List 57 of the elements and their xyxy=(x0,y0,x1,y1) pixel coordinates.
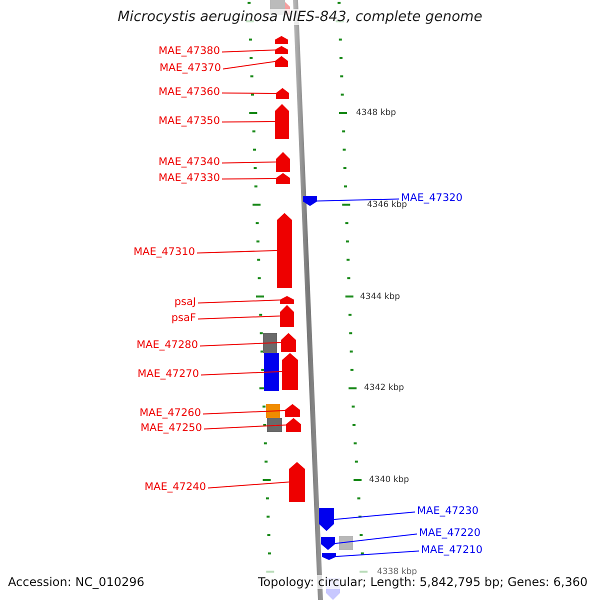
gene-label: MAE_47310 xyxy=(133,246,195,258)
footer-text: Accession: NC_010296 xyxy=(8,575,144,589)
gene-feature xyxy=(289,462,305,502)
scale-label: 4338 kbp xyxy=(377,567,418,577)
gene-feature xyxy=(275,104,289,139)
leader-line xyxy=(200,342,282,346)
gene-label: MAE_47260 xyxy=(139,407,201,419)
leader-line xyxy=(316,198,400,202)
gene-feature xyxy=(281,333,296,352)
leader-line xyxy=(196,250,278,254)
gene-label: MAE_47370 xyxy=(159,62,221,74)
scale-label: 4340 kbp xyxy=(369,475,410,485)
leader-line xyxy=(334,534,418,544)
leader-line xyxy=(222,61,276,70)
gene-feature xyxy=(275,56,288,67)
gene-label: MAE_47270 xyxy=(137,368,199,380)
gene-feature xyxy=(322,553,336,560)
gene-feature xyxy=(321,537,335,550)
leader-line xyxy=(222,121,276,122)
leader-line xyxy=(198,300,280,304)
gene-feature xyxy=(319,508,334,531)
gene-feature xyxy=(276,152,290,172)
leader-line xyxy=(222,50,276,52)
gene-label: MAE_47280 xyxy=(136,339,198,351)
leader-line xyxy=(200,371,282,376)
gene-label: MAE_47240 xyxy=(144,481,206,493)
leader-line xyxy=(336,550,420,557)
leader-line xyxy=(204,424,286,430)
gene-feature xyxy=(276,173,290,184)
gene-label: MAE_47250 xyxy=(140,422,202,434)
footer-text: Topology: circular; Length: 5,842,795 bp; Genes: 6,360 xyxy=(258,575,588,589)
leader-line xyxy=(198,316,280,320)
scale-label: 4342 kbp xyxy=(364,383,404,393)
diagram-title: Microcystis aeruginosa NIES-843, complete genome xyxy=(118,9,482,25)
leader-line xyxy=(222,162,276,164)
gene-label: MAE_47220 xyxy=(419,527,481,539)
leader-line xyxy=(202,410,286,414)
gene-feature xyxy=(286,418,301,432)
gene-feature xyxy=(285,404,300,417)
gene-label: MAE_47330 xyxy=(158,172,220,184)
leader-line xyxy=(222,178,276,180)
gene-label: MAE_47360 xyxy=(158,86,220,98)
gene-label: MAE_47380 xyxy=(158,45,220,57)
scale-label: 4344 kbp xyxy=(360,292,400,302)
scale-label: 4348 kbp xyxy=(356,108,396,118)
gene-feature xyxy=(276,88,289,99)
gene-label: MAE_47210 xyxy=(421,544,483,556)
gene-feature xyxy=(303,196,317,206)
leader-line xyxy=(334,512,416,520)
leader-line xyxy=(208,482,290,488)
gene-label: psaF xyxy=(171,312,196,324)
leader-line xyxy=(222,92,276,94)
gene-label: psaJ xyxy=(174,296,196,308)
gene-label: MAE_47340 xyxy=(158,156,220,168)
gene-label: MAE_47230 xyxy=(417,505,479,517)
gene-label: MAE_47350 xyxy=(158,115,220,127)
gene-feature xyxy=(275,46,288,54)
